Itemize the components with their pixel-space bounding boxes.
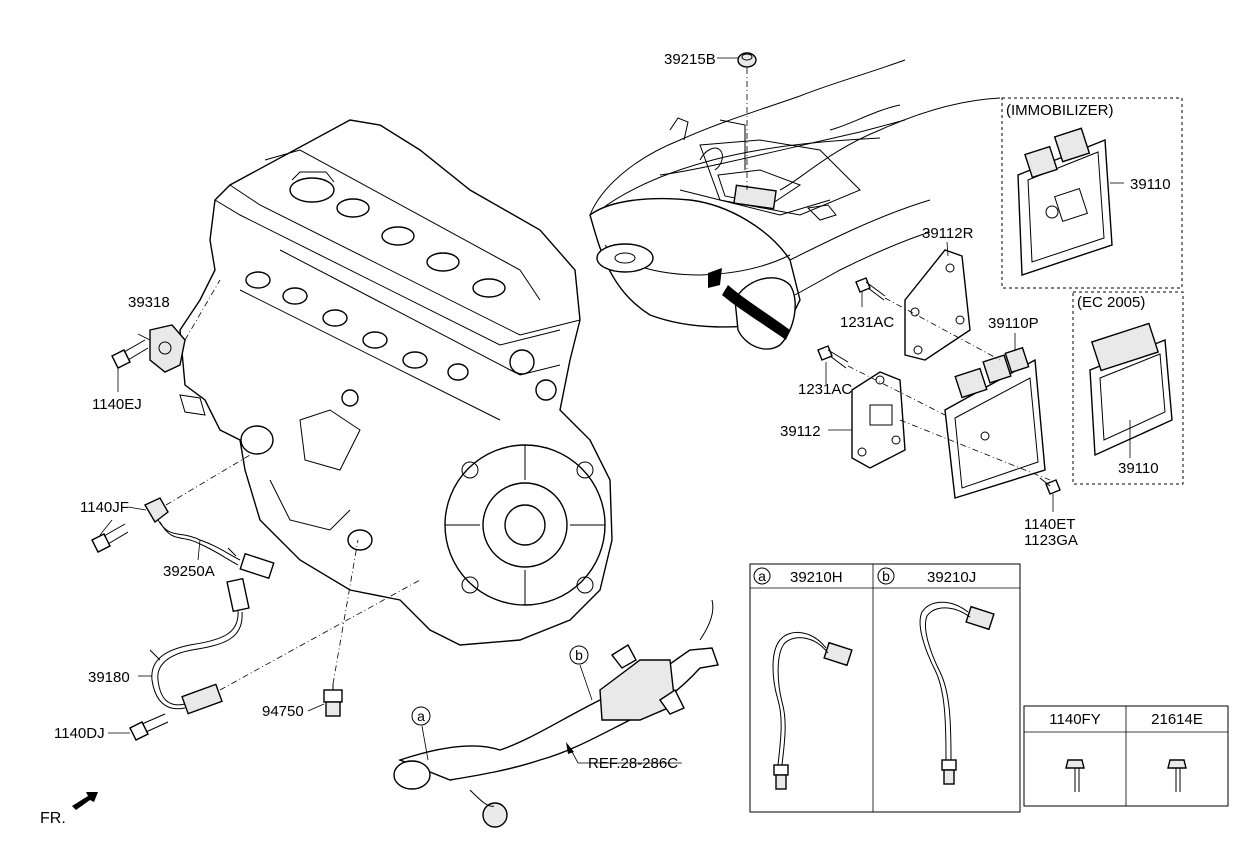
immobilizer-box [1001,97,1183,289]
svg-text:a: a [417,708,425,724]
label-94750: 94750 [262,703,304,720]
label-39318: 39318 [128,294,170,311]
bracket-39112 [851,371,906,469]
bolt-1231ac-lower [817,345,849,369]
label-front: FR. [40,810,66,827]
label-1140ej: 1140EJ [92,396,142,413]
label-1123ga: 1123GA [1024,532,1078,549]
oxygen-sensor-a [772,632,853,790]
label-ref: REF.28-286C [588,755,678,772]
table-part-39210h: 39210H [790,569,843,586]
label-1231ac-upper: 1231AC [840,314,894,331]
vehicle-illustration [589,59,1001,350]
ecu-ec2005 [1089,322,1173,457]
label-39110-immobilizer: 39110 [1130,176,1171,193]
bracket-39112r [904,249,971,361]
oxygen-sensor-table: a 39210H b 39210J [749,563,1021,813]
bolt-1140fy [1065,759,1085,792]
leader-lines [99,57,1131,764]
table-marker-a [753,567,771,585]
label-1231ac-lower: 1231AC [798,381,852,398]
bolt-1231ac-upper [855,277,886,301]
callout-b: b [569,645,589,665]
ecu-39110p [944,346,1046,499]
svg-text:b: b [882,568,890,584]
label-1140et: 1140ET [1024,516,1075,533]
bolt-1140jf [91,523,129,553]
bolt-1140et [1039,477,1061,495]
label-39250a: 39250A [163,563,215,580]
label-39112r: 39112R [922,225,974,242]
table-marker-b [877,567,895,585]
label-immobilizer: (IMMOBILIZER) [1006,102,1114,119]
oxygen-sensor-b [919,601,995,785]
crank-position-sensor [149,577,250,715]
bolt-1140ej [111,339,149,369]
part-labels: 39215B 39318 1140EJ 1140JF 39250A 39180 … [40,51,1171,827]
fastener-table: 1140FY 21614E [1023,705,1229,807]
label-ec2005: (EC 2005) [1077,294,1145,311]
wiring-harness [393,599,719,828]
svg-text:a: a [758,568,766,584]
engine-illustration [179,119,613,646]
label-1140dj: 1140DJ [54,725,105,742]
label-39110p: 39110P [988,315,1039,332]
label-39112: 39112 [780,423,821,440]
label-39110-ec2005: 39110 [1118,460,1159,477]
label-39215b: 39215B [664,51,716,68]
bolt-1140dj [129,713,169,741]
ec2005-box [1072,291,1184,485]
front-arrow-icon [72,792,98,810]
ecu-immobilizer [1017,127,1113,276]
svg-text:b: b [575,647,583,663]
grommet [737,52,757,68]
callout-a: a [411,706,431,726]
table-part-21614e: 21614E [1151,711,1203,728]
table-part-1140fy: 1140FY [1049,711,1100,728]
cam-position-sensor [149,324,186,373]
label-1140jf: 1140JF [80,499,129,516]
label-39180: 39180 [88,669,130,686]
oil-pressure-switch [323,684,343,717]
table-part-39210j: 39210J [927,569,976,586]
bolt-21614e [1167,759,1187,792]
